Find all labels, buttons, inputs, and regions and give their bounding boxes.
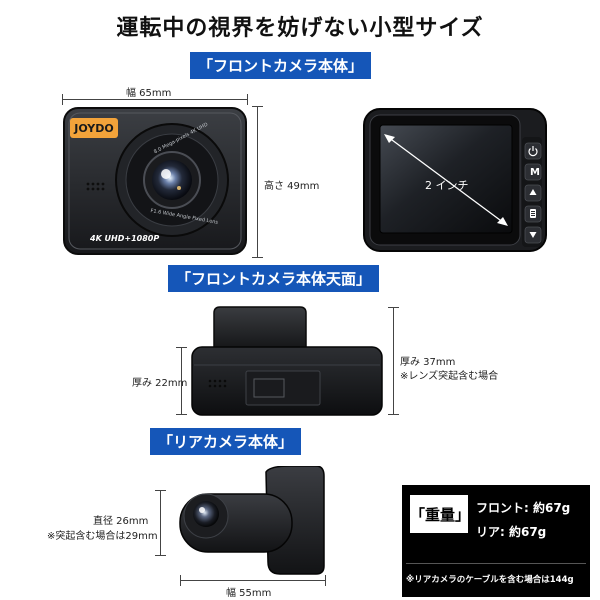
section-label-rear: 「リアカメラ本体」 <box>150 428 302 455</box>
page-headline: 運転中の視界を妨げない小型サイズ <box>116 16 484 41</box>
front-height-label: 高さ 49mm <box>264 181 320 192</box>
top-depth-label: 厚み 22mm <box>132 378 188 389</box>
resolution-badge: 4K UHD+1080P <box>90 234 160 243</box>
up-arrow-icon <box>529 189 537 195</box>
menu-icon: M <box>530 166 540 178</box>
top-depth-note: ※レンズ突起含む場合 <box>400 371 499 382</box>
front-width-label: 幅 65mm <box>126 88 172 99</box>
top-view-image <box>191 306 383 416</box>
front-camera-image <box>63 107 247 255</box>
weight-note: ※リアカメラのケーブルを含む場合は144g <box>406 575 574 585</box>
weight-divider <box>406 563 586 564</box>
weight-rear: リア: 約67g <box>476 525 547 539</box>
rear-width-label: 幅 55mm <box>226 588 272 599</box>
down-arrow-icon <box>529 232 537 238</box>
rear-diameter-note: ※突起含む場合は29mm <box>47 531 158 542</box>
rear-diameter-label: 直径 26mm <box>93 516 149 527</box>
power-icon <box>528 146 538 157</box>
file-icon <box>530 209 536 218</box>
screen-size-label: 2 インチ <box>425 179 469 192</box>
brand-logo: JOYDO <box>70 118 118 138</box>
weight-front: フロント: 約67g <box>476 501 571 515</box>
weight-chip: 「重量」 <box>410 495 470 533</box>
section-label-front: 「フロントカメラ本体」 <box>190 52 372 79</box>
weight-panel: 「重量」 フロント: 約67g リア: 約67g ※リアカメラのケーブルを含む場… <box>402 485 590 597</box>
section-label-top: 「フロントカメラ本体天面」 <box>168 265 380 292</box>
front-camera-back-image <box>363 108 547 252</box>
top-depth-lens-label: 厚み 37mm <box>400 357 456 368</box>
rear-camera-image <box>179 466 325 575</box>
